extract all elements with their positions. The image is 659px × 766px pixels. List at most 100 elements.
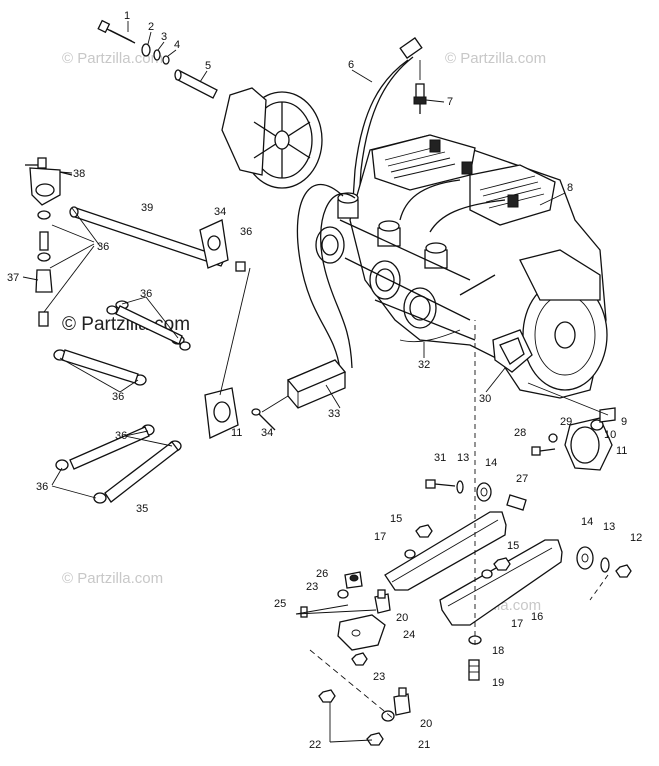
- callout-11-tee: 11: [231, 427, 242, 439]
- callout-16: 16: [531, 611, 543, 623]
- callout-11-cover: 11: [616, 445, 627, 457]
- nut-15a: [415, 524, 433, 538]
- callout-6: 6: [348, 59, 354, 71]
- callout-27: 27: [516, 473, 528, 485]
- drive-clutch: [221, 87, 323, 189]
- centerline-mount: [309, 649, 396, 721]
- callout-36-valve: 36: [240, 226, 252, 238]
- callout-36-lower-hose: 36: [115, 430, 127, 442]
- callout-14-right: 14: [581, 516, 593, 528]
- callout-17-lower: 17: [511, 618, 523, 630]
- fuel-filter-37: [35, 210, 53, 327]
- fuel-pump-38: [25, 157, 73, 206]
- washer-3: [153, 49, 161, 61]
- fuel-line-39: [69, 206, 226, 267]
- callout-36-filter: 36: [97, 241, 109, 253]
- centerline-12: [589, 574, 609, 601]
- mount-bracket-upper: [384, 511, 507, 591]
- carburetors: [315, 192, 496, 341]
- bolt-31: [425, 479, 456, 489]
- callout-22: 22: [309, 739, 321, 751]
- callout-34-upper: 34: [214, 206, 226, 218]
- callout-9: 9: [621, 416, 627, 428]
- washer-4: [162, 55, 170, 65]
- callout-13-upper: 13: [457, 452, 469, 464]
- callout-1: 1: [124, 10, 130, 22]
- callout-20-upper: 20: [396, 612, 408, 624]
- callout-36-middle-hose: 36: [112, 391, 124, 403]
- clutch-shaft: [174, 69, 218, 99]
- callout-31: 31: [434, 452, 446, 464]
- mount-20b: [393, 687, 411, 716]
- callout-34-lower: 34: [261, 427, 273, 439]
- fuel-hose-35: [104, 441, 179, 503]
- callout-35: 35: [136, 503, 148, 515]
- callout-12: 12: [630, 532, 642, 544]
- callout-20-lower: 20: [420, 718, 432, 730]
- callout-32: 32: [418, 359, 430, 371]
- callout-13-right: 13: [603, 521, 615, 533]
- cdi-box: [286, 359, 347, 409]
- callout-10: 10: [604, 429, 616, 441]
- callout-24: 24: [403, 629, 415, 641]
- callout-23-lower: 23: [373, 671, 385, 683]
- callout-14-upper: 14: [485, 457, 497, 469]
- washer-17a: [404, 549, 416, 559]
- callout-25: 25: [274, 598, 286, 610]
- plate-24: [337, 614, 386, 651]
- fuel-hose-upper: [115, 305, 183, 345]
- callout-7: 7: [447, 96, 453, 108]
- callout-33: 33: [328, 408, 340, 420]
- callout-36-bottom: 36: [36, 481, 48, 493]
- callout-15-lower: 15: [507, 540, 519, 552]
- washer-13b: [600, 557, 610, 573]
- callout-8: 8: [567, 182, 573, 194]
- fuel-hose-lower: [69, 426, 150, 470]
- washer-21: [381, 710, 395, 722]
- washer-17b: [481, 569, 493, 579]
- callout-29: 29: [560, 416, 572, 428]
- callout-3: 3: [161, 31, 167, 43]
- leaders-top: [127, 21, 566, 409]
- clutch-bolt: [97, 19, 136, 44]
- spark-plug-wire: [351, 37, 423, 216]
- spark-plug: [413, 83, 427, 114]
- engine-assembly: [315, 134, 608, 399]
- fuel-hose-middle: [61, 349, 139, 384]
- spacer-14b: [576, 546, 594, 570]
- fuel-valve: [199, 219, 246, 272]
- mount-bracket-lower: [439, 539, 563, 626]
- callout-23-upper: 23: [306, 581, 318, 593]
- callout-2: 2: [148, 21, 154, 33]
- throttle-cable: [296, 183, 356, 371]
- callout-5: 5: [205, 60, 211, 72]
- tee-fitting-11: [204, 387, 239, 439]
- callout-labels: 1 2 3 4 5 6 7 8 38 39 34 36 36 37 36 36 …: [7, 10, 642, 751]
- leader-9: [527, 382, 609, 416]
- mount-20a: [374, 589, 391, 614]
- callout-4: 4: [174, 39, 180, 51]
- callout-26: 26: [316, 568, 328, 580]
- oil-line: [399, 329, 461, 343]
- washer-23a: [337, 589, 349, 599]
- bolt-19: [468, 659, 480, 681]
- nut-15b: [493, 557, 511, 571]
- callout-38: 38: [73, 168, 85, 180]
- nut-21b: [366, 732, 384, 746]
- nut-23b: [351, 652, 368, 666]
- washer-13a: [456, 480, 464, 494]
- callout-28: 28: [514, 427, 526, 439]
- callout-19: 19: [492, 677, 504, 689]
- nut-22: [318, 689, 336, 703]
- callout-37: 37: [7, 272, 19, 284]
- callout-15-upper: 15: [390, 513, 402, 525]
- cdi-wire: [261, 395, 289, 413]
- leaders-left: [22, 171, 251, 499]
- callout-21: 21: [418, 739, 430, 751]
- callout-17-upper: 17: [374, 531, 386, 543]
- screw-28: [531, 446, 556, 456]
- watermark-top-right: © Partzilla.com: [445, 50, 546, 67]
- oil-pump: [492, 329, 533, 373]
